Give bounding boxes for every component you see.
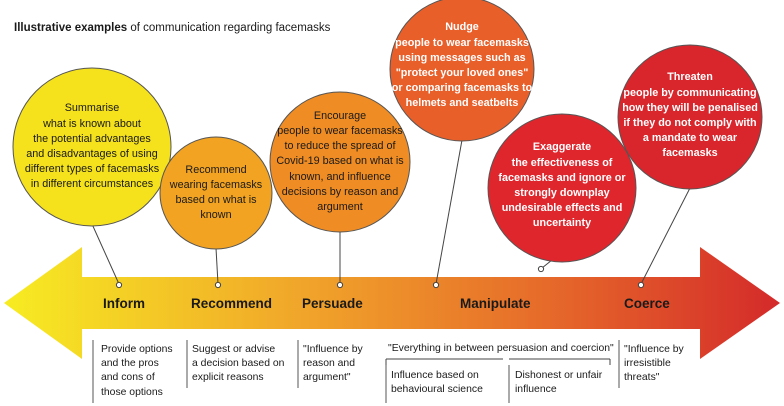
description-manipulate-left: Influence based on behavioural science — [391, 369, 483, 397]
bubble-text-nudge: Nudge people to wear facemasks using mes… — [392, 14, 532, 118]
bubble-inform — [12, 67, 172, 227]
bubble-persuade — [269, 91, 411, 233]
bubble-threaten-line: how they will be penalised — [622, 101, 758, 114]
connector-threaten — [640, 187, 691, 285]
bubble-recommend — [159, 136, 273, 250]
description-line: and the pros — [101, 358, 159, 370]
bubble-exaggerate-line: strongly downplay — [514, 187, 610, 199]
bubble-exaggerate — [487, 113, 637, 263]
bubble-text-exaggerate: Exaggerate the effectiveness of facemask… — [496, 134, 628, 238]
bubble-nudge — [389, 0, 535, 142]
stage-label-recommend: Recommend — [191, 296, 273, 311]
bubble-inform-line: in different circumstances — [30, 178, 154, 191]
bubble-recommend-line: wearing facemasks — [169, 178, 263, 191]
stage-label-inform: Inform — [103, 296, 145, 311]
description-line: irresistible — [624, 358, 671, 370]
description-line: behavioural science — [391, 384, 483, 396]
bubble-exaggerate-line: Exaggerate — [532, 141, 592, 154]
stage-label-persuade: Persuade — [302, 296, 363, 311]
bubble-nudge-line: "protect your loved ones" — [395, 67, 529, 79]
marker-persuade — [336, 281, 344, 289]
bubble-inform-line: different types of facemasks — [24, 163, 160, 176]
connector-inform — [91, 223, 120, 285]
bubble-text-persuade: Encourage people to wear facemasks to re… — [276, 104, 404, 220]
description-line: "Everything in between persuasion and co… — [388, 343, 614, 354]
bubble-text-recommend: Recommend wearing facemasks based on wha… — [166, 153, 266, 233]
spectrum-arrow — [4, 247, 780, 359]
bubble-exaggerate-line: facemasks and ignore or — [498, 171, 626, 184]
description-inform: Provide options and the pros and cons of… — [101, 343, 173, 400]
page-title: Illustrative examples of communication r… — [14, 22, 330, 34]
bubble-inform-line: Summarise — [64, 102, 120, 115]
marker-recommend — [214, 281, 222, 289]
description-coerce: "Influence by irresistible threats" — [624, 343, 684, 386]
stage-label-manipulate: Manipulate — [460, 296, 531, 311]
description-line: argument" — [303, 372, 351, 384]
bubble-nudge-line: or comparing facemasks to — [391, 82, 533, 95]
description-line: "Influence by — [303, 344, 363, 355]
description-line: those options — [101, 386, 163, 398]
title-bold: Illustrative examples — [14, 22, 128, 34]
bubble-threaten-line: facemasks — [662, 147, 718, 160]
bubble-nudge-line: helmets and seatbelts — [405, 97, 519, 110]
stage-label-coerce: Coerce — [624, 296, 670, 311]
description-manipulate-header: "Everything in between persuasion and co… — [388, 342, 614, 356]
bubble-recommend-line: Recommend — [185, 163, 247, 176]
bubble-persuade-line: to reduce the spread of — [284, 140, 396, 153]
description-line: a decision based on — [192, 358, 285, 370]
bubble-text-threaten: Threaten people by communicating how the… — [622, 64, 758, 168]
description-line: threats" — [624, 372, 660, 384]
description-line: influence — [515, 384, 557, 396]
bubble-persuade-line: Covid-19 based on what is — [276, 155, 404, 168]
bubble-nudge-line: people to wear facemasks — [395, 36, 529, 49]
bubble-inform-line: what is known about — [43, 117, 141, 130]
bubble-threaten — [617, 44, 763, 190]
bubble-persuade-line: people to wear facemasks — [277, 124, 403, 137]
bubble-threaten-line: Threaten — [667, 71, 713, 84]
bubble-nudge-line: using messages such as — [398, 51, 526, 64]
description-persuade: "Influence by reason and argument" — [303, 343, 363, 386]
bubble-exaggerate-line: uncertainty — [532, 217, 592, 230]
description-line: Suggest or advise — [192, 344, 276, 355]
description-line: explicit reasons — [192, 372, 264, 384]
bubble-text-inform: Summarise what is known about the potent… — [22, 72, 162, 222]
bubble-exaggerate-line: undesirable effects and — [501, 202, 623, 215]
description-line: reason and — [303, 358, 355, 370]
description-manipulate-right: Dishonest or unfair influence — [515, 369, 602, 397]
bubble-persuade-line: decisions by reason and — [281, 185, 399, 198]
marker-threaten — [637, 281, 645, 289]
title-rest: of communication regarding facemasks — [127, 22, 331, 34]
connector-nudge — [435, 139, 463, 285]
bubble-exaggerate-line: the effectiveness of — [511, 156, 613, 169]
description-line: Influence based on — [391, 370, 479, 381]
bubble-threaten-line: people by communicating — [623, 86, 757, 99]
bubble-threaten-line: if they do not comply with — [623, 117, 757, 129]
connector-recommend — [215, 247, 219, 285]
bubble-recommend-line: based on what is — [175, 194, 257, 206]
description-line: and cons of — [101, 372, 155, 384]
bubble-persuade-line: argument — [317, 201, 363, 213]
bubble-inform-line: and disadvantages of using — [26, 148, 158, 160]
bubble-inform-line: the potential advantages — [33, 132, 151, 145]
description-recommend: Suggest or advise a decision based on ex… — [192, 343, 284, 386]
description-line: "Influence by — [624, 344, 684, 355]
description-line: Dishonest or unfair — [515, 370, 603, 381]
bubble-recommend-line: known — [200, 209, 232, 222]
bubble-threaten-line: a mandate to wear — [642, 132, 738, 145]
description-line: Provide options — [101, 344, 173, 355]
marker-inform — [115, 281, 123, 289]
bubble-persuade-line: Encourage — [313, 109, 367, 122]
bubble-persuade-line: known, and influence — [289, 170, 391, 183]
marker-nudge — [432, 281, 440, 289]
bubble-nudge-line: Nudge — [445, 21, 479, 34]
marker-exaggerate — [537, 265, 545, 273]
